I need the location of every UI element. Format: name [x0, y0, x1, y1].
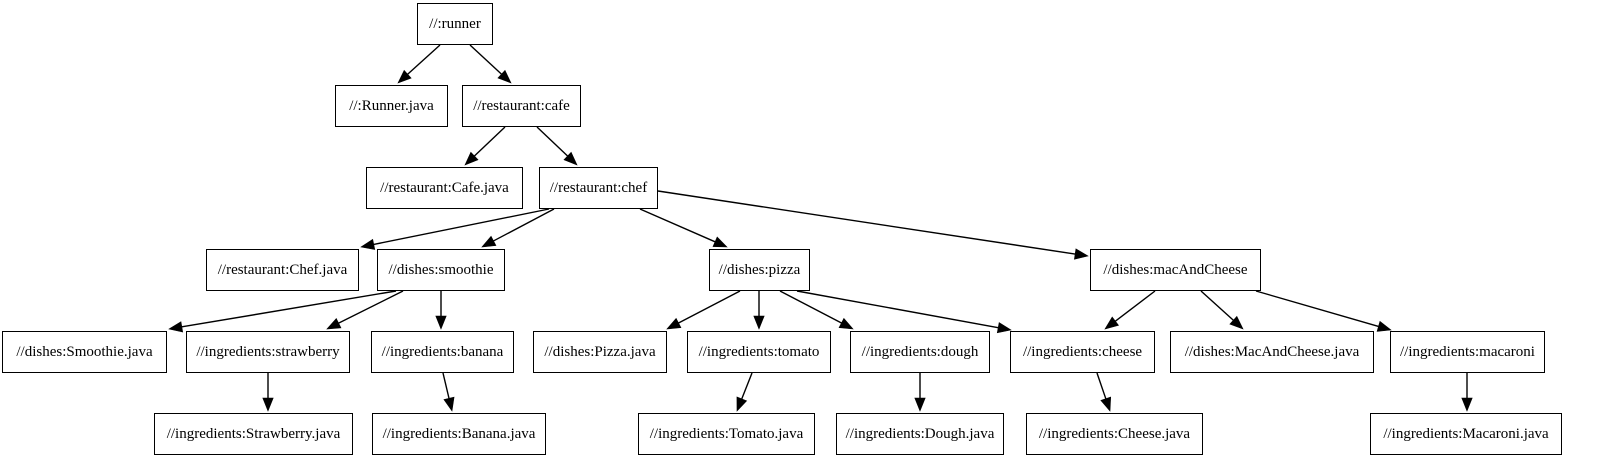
arrowhead-icon [464, 151, 479, 166]
arrowhead-icon [838, 317, 854, 330]
graph-node-label: //ingredients:dough [861, 343, 979, 360]
graph-node-dishes_pizza_java[interactable]: //dishes:Pizza.java [533, 331, 667, 373]
graph-edge-restaurant_chef-to-dishes_pizza [639, 208, 728, 248]
graph-node-ing_strawberry_java[interactable]: //ingredients:Strawberry.java [154, 413, 353, 455]
graph-node-label: //ingredients:Strawberry.java [166, 425, 341, 442]
graph-node-runner_java[interactable]: //:Runner.java [335, 85, 448, 127]
graph-node-label: //ingredients:banana [381, 343, 504, 360]
graph-edge-ing_dough-to-ing_dough_java [914, 373, 926, 412]
graph-node-label: //restaurant:Cafe.java [380, 179, 509, 196]
arrowhead-icon [168, 321, 184, 333]
arrowhead-icon [397, 69, 412, 84]
arrowhead-icon [1461, 397, 1473, 412]
graph-node-label: //ingredients:Cheese.java [1038, 425, 1191, 442]
arrowhead-icon [563, 151, 578, 166]
graph-node-ing_dough_java[interactable]: //ingredients:Dough.java [836, 413, 1004, 455]
graph-node-dishes_macandcheese[interactable]: //dishes:macAndCheese [1090, 249, 1261, 291]
graph-edge-restaurant_chef-to-dishes_macandcheese [657, 190, 1089, 260]
graph-node-restaurant_chef_java[interactable]: //restaurant:Chef.java [206, 249, 359, 291]
graph-node-label: //ingredients:tomato [698, 343, 820, 360]
arrowhead-icon [666, 317, 682, 330]
graph-node-dishes_macandcheese_java[interactable]: //dishes:MacAndCheese.java [1170, 331, 1374, 373]
graph-node-ing_cheese[interactable]: //ingredients:cheese [1010, 331, 1155, 373]
graph-edge-dishes_smoothie-to-ing_banana [435, 291, 447, 330]
graph-node-ing_macaroni_java[interactable]: //ingredients:Macaroni.java [1370, 413, 1562, 455]
graph-node-label: //dishes:Smoothie.java [16, 343, 153, 360]
arrowhead-icon [1229, 315, 1244, 330]
arrowhead-icon [360, 238, 376, 250]
graph-node-ing_tomato[interactable]: //ingredients:tomato [687, 331, 831, 373]
graph-edge-ing_cheese-to-ing_cheese_java [1096, 372, 1112, 412]
graph-edge-runner-to-restaurant_cafe [469, 44, 512, 84]
graph-node-label: //ingredients:macaroni [1400, 343, 1535, 360]
graph-edge-dishes_pizza-to-ing_cheese [796, 290, 1012, 334]
graph-node-ing_dough[interactable]: //ingredients:dough [850, 331, 990, 373]
graph-node-runner[interactable]: //:runner [417, 3, 493, 45]
arrowhead-icon [1074, 248, 1089, 260]
graph-node-ing_banana_java[interactable]: //ingredients:Banana.java [372, 413, 546, 455]
graph-node-label: //dishes:pizza [718, 261, 801, 278]
graph-node-ing_banana[interactable]: //ingredients:banana [371, 331, 514, 373]
graph-node-label: //dishes:macAndCheese [1103, 261, 1248, 278]
graph-edge-dishes_macandcheese-to-dishes_macandcheese_java [1200, 290, 1244, 330]
arrowhead-icon [435, 315, 447, 330]
graph-node-label: //dishes:MacAndCheese.java [1184, 343, 1360, 360]
graph-edge-ing_macaroni-to-ing_macaroni_java [1461, 373, 1473, 412]
graph-edge-ing_banana-to-ing_banana_java [442, 372, 455, 412]
graph-node-label: //restaurant:cafe [473, 97, 570, 114]
graph-node-label: //dishes:Pizza.java [544, 343, 656, 360]
graph-node-restaurant_chef[interactable]: //restaurant:chef [539, 167, 658, 209]
graph-node-dishes_pizza[interactable]: //dishes:pizza [709, 249, 810, 291]
graph-edge-runner-to-runner_java [397, 44, 441, 84]
graph-edge-restaurant_chef-to-dishes_smoothie [481, 208, 555, 248]
graph-node-label: //ingredients:Dough.java [845, 425, 995, 442]
graph-edge-dishes_smoothie-to-ing_strawberry [326, 290, 404, 330]
graph-edge-dishes_pizza-to-dishes_pizza_java [666, 290, 741, 330]
graph-edge-dishes_macandcheese-to-ing_cheese [1104, 290, 1156, 330]
graph-node-ing_cheese_java[interactable]: //ingredients:Cheese.java [1026, 413, 1203, 455]
graph-node-label: //ingredients:Tomato.java [649, 425, 804, 442]
graph-edge-ing_tomato-to-ing_tomato_java [736, 372, 753, 412]
arrowhead-icon [481, 235, 497, 248]
arrowhead-icon [497, 69, 512, 84]
graph-edge-restaurant_cafe-to-restaurant_cafe_java [464, 126, 506, 166]
graph-node-label: //dishes:smoothie [388, 261, 494, 278]
graph-edge-ing_strawberry-to-ing_strawberry_java [262, 373, 274, 412]
graph-node-label: //ingredients:strawberry [196, 343, 340, 360]
graph-node-ing_strawberry[interactable]: //ingredients:strawberry [186, 331, 350, 373]
graph-node-dishes_smoothie[interactable]: //dishes:smoothie [377, 249, 505, 291]
arrowhead-icon [1104, 316, 1120, 330]
graph-edge-restaurant_cafe-to-restaurant_chef [536, 126, 578, 166]
graph-node-label: //restaurant:chef [549, 179, 648, 196]
arrowhead-icon [753, 315, 765, 330]
arrowhead-icon [914, 397, 926, 412]
graph-node-label: //ingredients:cheese [1022, 343, 1143, 360]
graph-node-label: //:runner [429, 15, 481, 32]
graph-node-label: //ingredients:Banana.java [382, 425, 536, 442]
graph-edge-dishes_pizza-to-ing_dough [779, 290, 854, 330]
graph-edge-restaurant_chef-to-restaurant_chef_java [360, 208, 550, 250]
graph-node-label: //restaurant:Chef.java [217, 261, 348, 278]
arrowhead-icon [1376, 320, 1392, 332]
arrowhead-icon [1100, 396, 1112, 412]
graph-node-label: //ingredients:Macaroni.java [1383, 425, 1549, 442]
arrowhead-icon [443, 396, 455, 412]
graph-node-dishes_smoothie_java[interactable]: //dishes:Smoothie.java [2, 331, 167, 373]
graph-node-ing_macaroni[interactable]: //ingredients:macaroni [1390, 331, 1545, 373]
graph-node-restaurant_cafe_java[interactable]: //restaurant:Cafe.java [366, 167, 523, 209]
arrowhead-icon [996, 322, 1012, 334]
arrowhead-icon [736, 396, 748, 412]
arrowhead-icon [712, 236, 728, 248]
graph-edge-dishes_macandcheese-to-ing_macaroni [1255, 290, 1392, 332]
graph-edge-dishes_pizza-to-ing_tomato [753, 291, 765, 330]
arrowhead-icon [326, 318, 342, 330]
graph-node-ing_tomato_java[interactable]: //ingredients:Tomato.java [638, 413, 815, 455]
graph-node-restaurant_cafe[interactable]: //restaurant:cafe [462, 85, 581, 127]
arrowhead-icon [262, 397, 274, 412]
graph-node-label: //:Runner.java [349, 97, 434, 114]
graph-edge-dishes_smoothie-to-dishes_smoothie_java [168, 290, 397, 333]
